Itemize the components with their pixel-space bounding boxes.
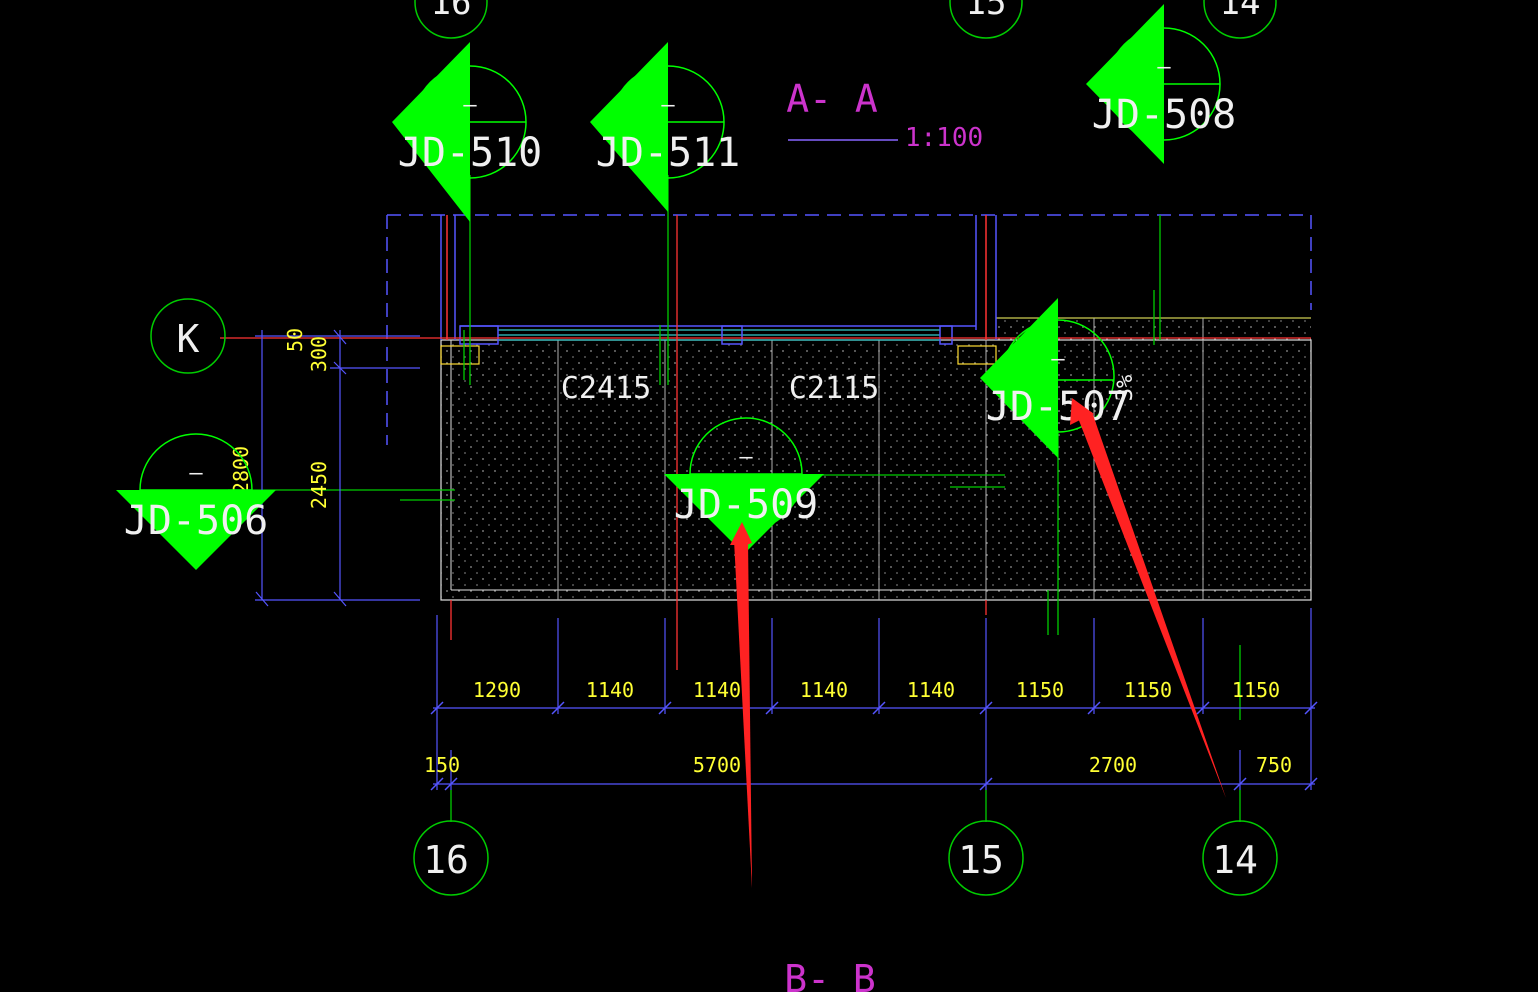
annotation-arrow-1 <box>730 522 752 888</box>
dim-v-2800: 2800 <box>229 446 253 494</box>
window-frames <box>220 215 1311 365</box>
dim-v-50: 50 <box>283 328 307 352</box>
detail-marker-jd511[interactable]: – JD-511 <box>590 42 740 212</box>
jd508-number: – <box>1157 55 1171 80</box>
top-axis-14: 14 <box>1220 0 1261 23</box>
axis-14-label: 14 <box>1212 838 1258 882</box>
top-axis-15: 15 <box>966 0 1007 23</box>
dim-1140-d: 1140 <box>907 678 955 702</box>
dim-5700: 5700 <box>693 753 741 777</box>
window-label-c2415: C2415 <box>561 371 651 406</box>
dim-1140-c: 1140 <box>800 678 848 702</box>
detail-marker-jd508[interactable]: – JD-508 <box>1086 4 1236 164</box>
dim-1140-b: 1140 <box>693 678 741 702</box>
dashed-outline <box>386 214 1312 445</box>
dim-v-2450: 2450 <box>307 461 331 509</box>
axis-k-marker: K <box>150 298 226 374</box>
dim-1150-b: 1150 <box>1124 678 1172 702</box>
dim-750: 750 <box>1256 753 1292 777</box>
wall-section <box>440 317 1312 601</box>
jd510-number: – <box>463 93 477 118</box>
bottom-section-title: B- B <box>784 957 876 992</box>
top-axis-markers: 16 15 14 <box>414 0 1277 39</box>
axis-16-label: 16 <box>423 838 469 882</box>
jd511-label: JD-511 <box>596 130 741 176</box>
dim-1150-a: 1150 <box>1016 678 1064 702</box>
jd507-number: – <box>1051 347 1065 372</box>
jd506-label: JD-506 <box>124 498 269 544</box>
vertical-dimensions: 50 300 2800 2450 <box>229 328 420 607</box>
dim-1290: 1290 <box>473 678 521 702</box>
dim-v-300: 300 <box>307 336 331 372</box>
detail-marker-jd510[interactable]: – JD-510 <box>392 42 542 222</box>
detail-marker-jd509[interactable]: – JD-509 <box>664 417 824 554</box>
dim-1140-a: 1140 <box>586 678 634 702</box>
top-axis-16: 16 <box>431 0 472 23</box>
bottom-axis-markers: 16 15 14 <box>413 790 1278 896</box>
dim-1150-c: 1150 <box>1232 678 1280 702</box>
axis-15-label: 15 <box>958 838 1004 882</box>
slope-label: 3% <box>1113 375 1138 402</box>
jd508-label: JD-508 <box>1092 92 1237 138</box>
jd506-number: – <box>189 461 203 486</box>
dim-150: 150 <box>424 753 460 777</box>
axis-k-label: K <box>177 317 200 361</box>
dim-2700: 2700 <box>1089 753 1137 777</box>
section-scale: 1:100 <box>905 123 983 153</box>
jd507-label: JD-507 <box>986 384 1131 430</box>
horizontal-dimensions: 1290 1140 1140 1140 1140 1150 1150 1150 … <box>424 608 1318 791</box>
jd509-label: JD-509 <box>674 482 819 528</box>
jd510-label: JD-510 <box>398 130 543 176</box>
section-title-block: A- A 1:100 <box>786 77 983 153</box>
red-axis-lines <box>450 215 987 670</box>
section-title: A- A <box>786 77 878 121</box>
window-label-c2115: C2115 <box>789 371 879 406</box>
jd511-number: – <box>661 93 675 118</box>
annotation-arrow-2 <box>1070 398 1226 798</box>
detail-marker-jd506[interactable]: – JD-506 <box>116 433 276 570</box>
detail-marker-jd507[interactable]: – JD-507 <box>980 298 1130 458</box>
jd509-number: – <box>739 445 753 470</box>
